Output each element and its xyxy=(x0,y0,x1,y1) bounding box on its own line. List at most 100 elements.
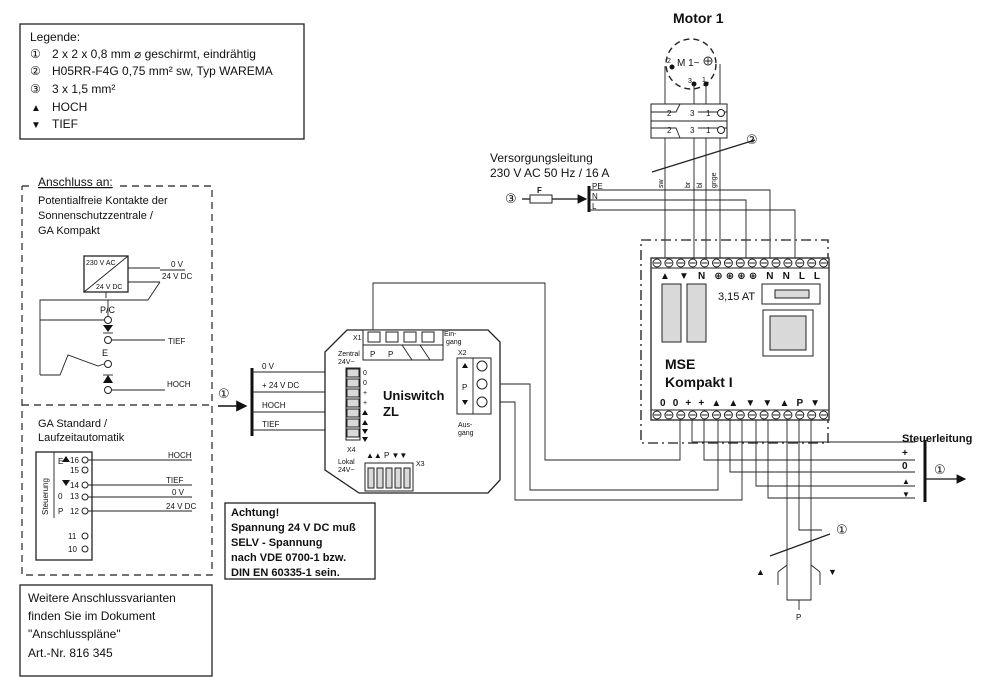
x1-term-p2: P xyxy=(388,350,393,359)
uniswitch-name-1: Uniswitch xyxy=(383,388,444,403)
supply-line: Versorgungsleitung 230 V AC 50 Hz / 16 A… xyxy=(490,151,796,258)
legend-item-1: 2 x 2 x 0,8 mm ⌀ geschirmt, eindrähtig xyxy=(52,47,256,61)
further-line-4: Art.-Nr. 816 345 xyxy=(28,646,113,660)
motor-term-2b: 2 xyxy=(667,126,672,135)
further-variants-box: Weitere Anschlussvarianten finden Sie im… xyxy=(19,584,213,677)
ga-title-2: Laufzeitautomatik xyxy=(38,432,125,444)
ga-side-e: E xyxy=(58,457,63,466)
legend-title: Legende: xyxy=(30,30,80,44)
motor-symbol: M 1~ xyxy=(677,58,700,69)
psu-out-0v: 0 V xyxy=(171,260,184,269)
supply-pe: PE xyxy=(592,182,603,191)
legend-item-5: TIEF xyxy=(52,117,78,131)
steuerleitung: Steuerleitung + 0 ▲ ▼ ① xyxy=(902,433,972,502)
ga-hoch: HOCH xyxy=(168,451,192,460)
ga-tief: TIEF xyxy=(166,476,183,485)
x4-term-0a: 0 xyxy=(363,370,367,377)
motor-term-2a: 2 xyxy=(667,109,672,118)
wire-label-24v: + 24 V DC xyxy=(262,381,299,390)
uniswitch-eingang-1: Ein- xyxy=(444,331,457,338)
steuer-marker: ① xyxy=(934,462,946,477)
x4-term-0b: 0 xyxy=(363,380,367,387)
warning-line-4: nach VDE 0700-1 bzw. xyxy=(231,552,346,564)
x4-term-plus2: + xyxy=(363,400,367,407)
connection-desc-1: Potentialfreie Kontakte der xyxy=(38,195,168,207)
x1-term-p1: P xyxy=(370,350,375,359)
cable-1-arrow: ① 0 V + 24 V DC HOCH TIEF xyxy=(218,362,346,436)
uniswitch-lokal-2: 24V~ xyxy=(338,467,355,474)
uniswitch-zentral-1: Zentral xyxy=(338,351,360,358)
motor-1: Motor 1 M 1~ 2 3 1 2 2 3 3 1 1 ② sw br b… xyxy=(650,10,758,258)
connection-desc-3: GA Kompakt xyxy=(38,225,100,237)
steuer-title: Steuerleitung xyxy=(902,433,972,445)
ga-term-10: 10 xyxy=(68,545,77,554)
switch-up-icon: ▲ xyxy=(756,567,765,577)
wire-br: br xyxy=(685,181,692,188)
mse-kompakt-module: ▲ ▼ N ⊕⊕⊕⊕ N N L L 3,15 AT MSE Kompakt I… xyxy=(640,239,830,444)
wiring-lines xyxy=(372,282,915,560)
motor-term-3a: 3 xyxy=(690,109,695,118)
ga-0v: 0 V xyxy=(172,488,185,497)
legend-hoch-icon: ▲ xyxy=(31,103,41,114)
motor-term-1b: 1 xyxy=(706,126,711,135)
uniswitch-x1: X1 xyxy=(353,335,362,342)
warning-box: Achtung! Spannung 24 V DC muß SELV - Spa… xyxy=(224,502,376,580)
uniswitch-ausgang-2: gang xyxy=(458,430,474,437)
motor-term-1a: 1 xyxy=(706,109,711,118)
wire-gnge: gnge xyxy=(711,172,718,188)
motor-pin-3: 3 xyxy=(688,78,692,85)
x3-terms: ▲▲ P ▼▼ xyxy=(366,451,407,460)
further-line-1: Weitere Anschlussvarianten xyxy=(28,591,176,605)
e-label: E xyxy=(102,348,108,358)
legend-item-3: 3 x 1,5 mm² xyxy=(52,82,115,96)
uniswitch-module: P P X1 Ein- gang Zentral 24V~ 0 0 + + X4… xyxy=(324,329,501,494)
warning-line-1: Achtung! xyxy=(231,507,279,519)
switch-down-icon: ▼ xyxy=(828,567,837,577)
warning-line-5: DIN EN 60335-1 sein. xyxy=(231,567,340,579)
psu-label-top: 230 V AC xyxy=(86,260,116,267)
uniswitch-lokal-1: Lokal xyxy=(338,459,355,466)
x4-term-plus1: + xyxy=(363,390,367,397)
local-switch: ① ▲ ▼ P xyxy=(756,522,848,622)
steuer-zero: 0 xyxy=(902,461,908,472)
supply-l: L xyxy=(592,202,597,211)
ga-term-14: 14 xyxy=(70,481,79,490)
supply-title: Versorgungsleitung xyxy=(490,151,593,165)
wire-sw: sw xyxy=(658,179,665,189)
ga-term-11: 11 xyxy=(68,532,77,541)
legend-marker-2: ② xyxy=(30,64,41,78)
wire-label-hoch: HOCH xyxy=(262,401,286,410)
ga-steuerung: Steuerung xyxy=(41,478,50,515)
warning-line-2: Spannung 24 V DC muß xyxy=(231,522,356,534)
steuer-down-icon: ▼ xyxy=(902,490,910,499)
mse-top-labels: ▲ ▼ N ⊕⊕⊕⊕ N N L L xyxy=(660,271,820,282)
supply-marker: ③ xyxy=(505,191,517,206)
wire-label-tief: TIEF xyxy=(262,420,279,429)
ga-term-12: 12 xyxy=(70,507,79,516)
legend-marker-1: ① xyxy=(30,47,41,61)
connection-hoch: HOCH xyxy=(167,380,191,389)
x2-p: P xyxy=(462,383,467,392)
uniswitch-zentral-2: 24V~ xyxy=(338,359,355,366)
mse-name-1: MSE xyxy=(665,356,695,372)
legend-tief-icon: ▼ xyxy=(31,120,41,131)
switch-p: P xyxy=(796,613,801,622)
connection-desc-2: Sonnenschutzzentrale / xyxy=(38,210,154,222)
wire-bl: bl xyxy=(697,182,704,188)
warning-line-3: SELV - Spannung xyxy=(231,537,322,549)
ga-term-13: 13 xyxy=(70,492,79,501)
ga-term-16: 16 xyxy=(70,456,79,465)
ga-side-p: P xyxy=(58,507,63,516)
ga-title-1: GA Standard / xyxy=(38,418,108,430)
connection-tief: TIEF xyxy=(168,337,185,346)
supply-n: N xyxy=(592,192,598,201)
ga-24v: 24 V DC xyxy=(166,502,196,511)
motor-pin-1: 1 xyxy=(702,77,706,84)
mse-fuse: 3,15 AT xyxy=(718,291,755,303)
connection-panel: Anschluss an: Potentialfreie Kontakte de… xyxy=(21,175,213,576)
legend-box: Legende: ① 2 x 2 x 0,8 mm ⌀ geschirmt, e… xyxy=(19,23,305,140)
mse-bottom-labels: 0 0 + + ▲ ▲ ▼ ▼ ▲ P ▼ xyxy=(660,398,820,409)
steuer-plus: + xyxy=(902,448,908,459)
fuse-f: F xyxy=(537,186,542,195)
